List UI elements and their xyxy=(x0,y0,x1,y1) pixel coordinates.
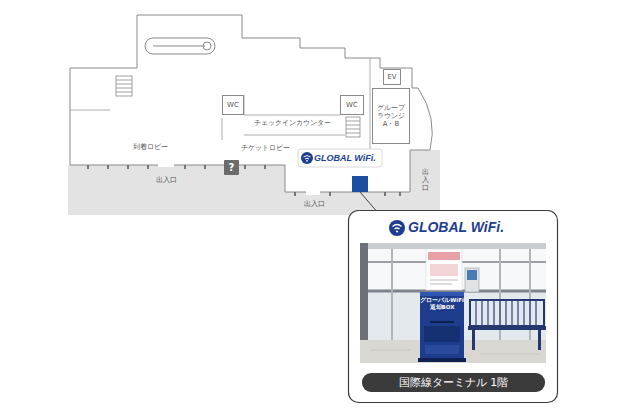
entrance-gap xyxy=(158,163,174,167)
node-text: 国際線ターミナル 1階 xyxy=(399,375,509,390)
area-label: チケットロビー xyxy=(241,145,290,153)
entrance-label: 出入口 xyxy=(304,201,325,209)
logo-plate xyxy=(298,149,382,167)
node-text: グループ ラウンジ A・B xyxy=(376,104,406,128)
restroom-room: WC xyxy=(222,95,244,115)
box-sign-text: グローバルWiFi 返却BOX xyxy=(420,297,464,310)
building-detail xyxy=(145,38,215,54)
interior-walls xyxy=(70,58,370,150)
entrance-label: 出入口 xyxy=(422,169,429,192)
wifi-logo-marker: GLOBAL WiFi. xyxy=(314,151,376,165)
building-outline xyxy=(70,15,432,192)
node-text: WC xyxy=(346,101,358,109)
node-text: EV xyxy=(387,73,396,81)
stairs xyxy=(116,76,360,137)
area-label: 到着ロビー xyxy=(133,144,168,152)
entrance-label: 出入口 xyxy=(156,177,177,185)
brand-logo-text: GLOBAL WiFi. xyxy=(314,153,376,163)
group-lounge-room: グループ ラウンジ A・B xyxy=(372,88,410,144)
info-sign: ? xyxy=(224,160,239,175)
restroom-room: WC xyxy=(340,95,364,115)
column-ticks xyxy=(88,165,400,196)
area-label: チェックインカウンター xyxy=(254,120,331,128)
node-text: WC xyxy=(227,101,239,109)
leader-line xyxy=(360,192,376,211)
node-text: ? xyxy=(229,162,235,173)
location-marker xyxy=(352,176,368,192)
entrance-gap xyxy=(306,190,320,195)
floor-caption-pill: 国際線ターミナル 1階 xyxy=(362,373,545,392)
globe-wifi-icon xyxy=(389,220,405,236)
brand-logo-text: GLOBAL WiFi. xyxy=(408,219,504,235)
elevator-room: EV xyxy=(383,69,401,85)
globe-wifi-icon xyxy=(301,152,313,164)
callout-frame xyxy=(349,211,558,403)
return-box-photo xyxy=(360,243,546,363)
